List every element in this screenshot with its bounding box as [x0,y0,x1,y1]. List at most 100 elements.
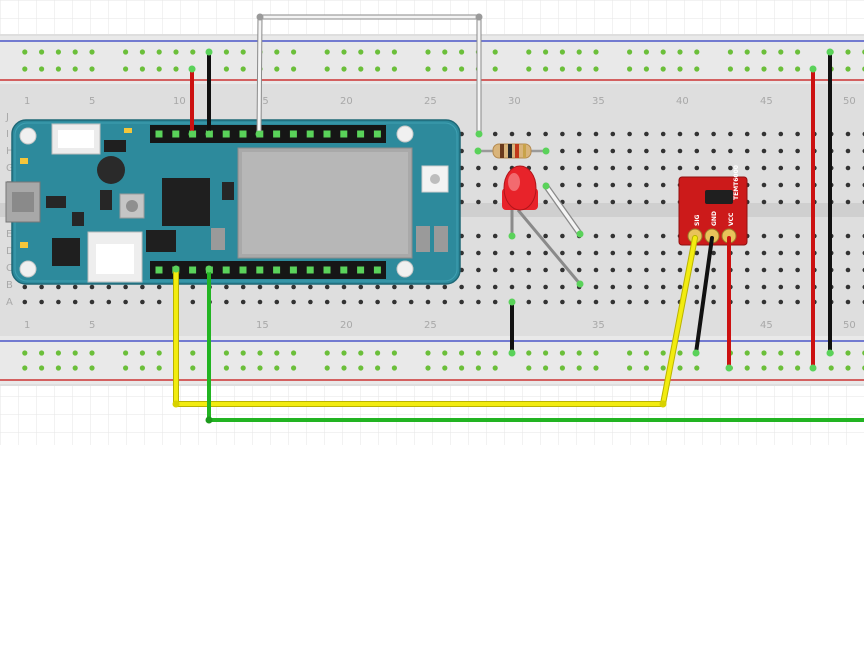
breadboard-hole [627,233,632,239]
header-pin [239,266,247,274]
breadboard-hole [795,250,800,256]
breadboard-hole [526,250,532,256]
breadboard-hole [308,299,313,305]
breadboard-hole [274,66,280,72]
breadboard-hole [459,299,464,305]
breadboard-hole [72,365,78,371]
breadboard-hole [358,49,364,55]
breadboard-hole [509,267,515,273]
breadboard-hole [644,284,649,290]
breadboard-hole [576,165,582,171]
breadboard-hole [560,284,565,290]
breadboard-hole [22,66,28,72]
breadboard-hole [761,148,767,154]
breadboard-hole [425,49,431,55]
breadboard-hole [459,365,465,371]
breadboard-hole [492,284,498,290]
breadboard-hole [324,66,330,72]
breadboard-hole [610,284,616,290]
breadboard-hole [341,66,347,72]
breadboard-hole [156,299,162,305]
breadboard-hole [593,182,599,188]
breadboard-hole [56,299,61,305]
breadboard-hole [341,350,347,356]
breadboard-hole [694,165,700,171]
col-num: 5 [89,96,95,107]
header-pin [306,130,314,138]
breadboard-hole [610,165,616,171]
breadboard-hole [55,49,62,55]
col-num: 1 [24,320,30,331]
header-pin [222,130,230,138]
breadboard-hole [694,299,700,305]
breadboard-hole [492,165,498,171]
breadboard-hole [291,350,297,356]
breadboard-hole [778,350,784,356]
breadboard-hole [643,350,650,356]
header-pin [172,130,180,138]
breadboard-hole [257,284,263,290]
breadboard-hole [391,350,397,356]
breadboard-hole [442,284,448,290]
breadboard-hole [139,66,145,72]
breadboard-hole [442,365,448,371]
breadboard-hole [274,299,280,305]
breadboard-hole [224,284,229,290]
breadboard-hole [644,165,649,171]
breadboard-hole [610,299,616,305]
breadboard-hole [459,350,465,356]
breadboard-hole [728,131,733,137]
breadboard-hole [660,299,666,305]
breadboard-hole [39,365,45,371]
breadboard-hole [744,299,750,305]
breadboard-hole [375,365,381,371]
breadboard-hole [845,66,851,72]
breadboard-hole [761,165,767,171]
breadboard-hole [106,284,112,290]
breadboard-hole [576,49,582,55]
col-num: 1 [24,96,30,107]
breadboard-hole [845,365,851,371]
breadboard-hole [845,299,851,305]
bottom-header-pins [150,261,386,279]
col-num: 15 [256,320,269,331]
breadboard-hole [39,49,45,55]
breadboard-hole [576,299,582,305]
breadboard-hole [845,250,851,256]
breadboard-hole [761,66,767,72]
breadboard-hole [543,250,548,256]
breadboard-hole [476,233,481,239]
breadboard-hole [845,182,851,188]
breadboard-hole [744,250,750,256]
breadboard-hole [744,148,750,154]
breadboard-hole [22,299,28,305]
breadboard-hole [442,350,448,356]
breadboard-hole [795,182,800,188]
row-letter: J [5,112,9,123]
breadboard-hole [509,284,515,290]
breadboard-hole [559,365,566,371]
breadboard-hole [627,365,633,371]
breadboard-hole [560,250,565,256]
breadboard-hole [475,350,481,356]
breadboard-hole [778,233,784,239]
breadboard-hole [694,250,700,256]
breadboard-hole [576,350,582,356]
breadboard-hole [526,350,532,356]
breadboard-hole [627,250,632,256]
col-num: 35 [592,320,605,331]
breadboard-hole [845,284,851,290]
breadboard-hole [39,299,44,305]
breadboard-hole [711,250,716,256]
breadboard-hole [291,66,297,72]
breadboard-hole [778,165,784,171]
breadboard-hole [711,267,716,273]
mount-hole [19,127,37,145]
breadboard-hole [610,233,616,239]
header-pin [222,266,230,274]
breadboard-hole [240,350,246,356]
breadboard-hole [22,49,28,55]
breadboard-hole [795,267,800,273]
breadboard-hole [190,284,196,290]
header-pin [273,266,281,274]
